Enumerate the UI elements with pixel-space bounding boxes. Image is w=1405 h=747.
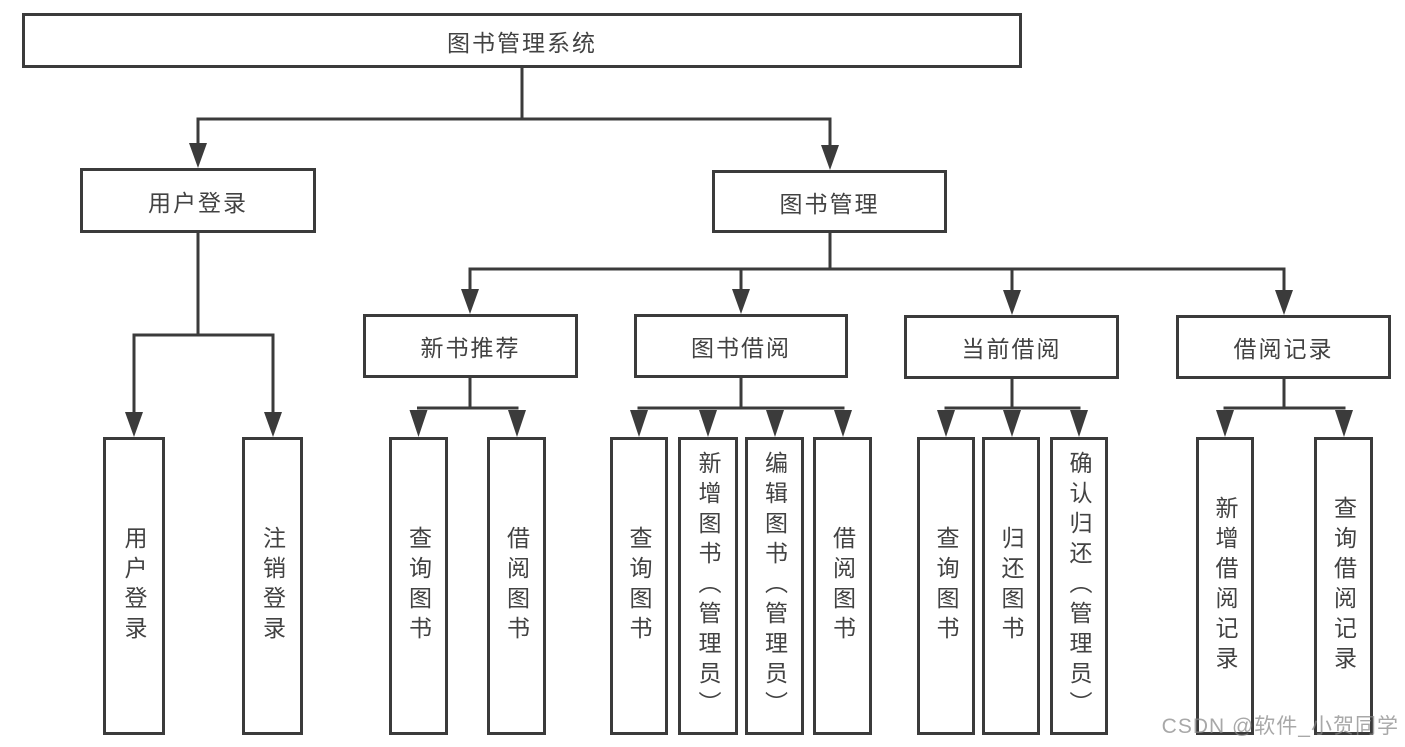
node-borrow-record-label: 借阅记录 — [1233, 336, 1334, 362]
csdn-watermark: CSDN @软件_小贺同学 — [1161, 715, 1399, 738]
leaf-query-book-2: 查询图书 — [610, 437, 668, 735]
leaf-logout: 注销登录 — [242, 437, 303, 735]
node-current-borrow: 当前借阅 — [904, 315, 1119, 379]
node-root-label: 图书管理系统 — [447, 29, 597, 56]
leaf-borrow-book-2-label: 借阅图书 — [829, 526, 856, 646]
leaf-user-login-label: 用户登录 — [121, 526, 147, 646]
node-user-login: 用户登录 — [80, 168, 316, 233]
leaf-query-book-3: 查询图书 — [917, 437, 975, 735]
leaf-edit-book: 编辑图书（管理员） — [745, 437, 804, 735]
node-user-login-label: 用户登录 — [148, 189, 248, 216]
leaf-query-borrow-record: 查询借阅记录 — [1314, 437, 1373, 735]
leaf-add-borrow-record: 新增借阅记录 — [1196, 437, 1254, 735]
leaf-borrow-book-2: 借阅图书 — [813, 437, 872, 735]
leaf-add-book: 新增图书（管理员） — [678, 437, 738, 735]
leaf-user-login: 用户登录 — [103, 437, 165, 735]
leaf-add-book-label: 新增图书（管理员） — [695, 451, 721, 721]
node-new-book-recommend: 新书推荐 — [363, 314, 578, 378]
leaf-confirm-return-label: 确认归还（管理员） — [1066, 451, 1092, 721]
leaf-query-book-1-label: 查询图书 — [405, 526, 432, 646]
node-root: 图书管理系统 — [22, 13, 1022, 68]
leaf-query-book-2-label: 查询图书 — [626, 526, 652, 646]
node-borrow-record: 借阅记录 — [1176, 315, 1391, 379]
node-current-borrow-label: 当前借阅 — [961, 336, 1062, 362]
leaf-query-book-3-label: 查询图书 — [933, 526, 959, 646]
node-book-borrow-label: 图书借阅 — [691, 335, 791, 361]
leaf-edit-book-label: 编辑图书（管理员） — [761, 451, 788, 721]
leaf-borrow-book-1: 借阅图书 — [487, 437, 546, 735]
leaf-query-borrow-record-label: 查询借阅记录 — [1330, 496, 1357, 676]
leaf-borrow-book-1-label: 借阅图书 — [503, 526, 530, 646]
node-book-management-label: 图书管理 — [779, 190, 880, 217]
leaf-confirm-return: 确认归还（管理员） — [1050, 437, 1108, 735]
leaf-add-borrow-record-label: 新增借阅记录 — [1212, 496, 1238, 676]
leaf-return-book: 归还图书 — [982, 437, 1040, 735]
leaf-logout-label: 注销登录 — [259, 526, 286, 646]
leaf-query-book-1: 查询图书 — [389, 437, 448, 735]
node-new-book-recommend-label: 新书推荐 — [420, 335, 521, 361]
node-book-borrow: 图书借阅 — [634, 314, 848, 378]
node-book-management: 图书管理 — [712, 170, 947, 233]
leaf-return-book-label: 归还图书 — [998, 526, 1024, 646]
